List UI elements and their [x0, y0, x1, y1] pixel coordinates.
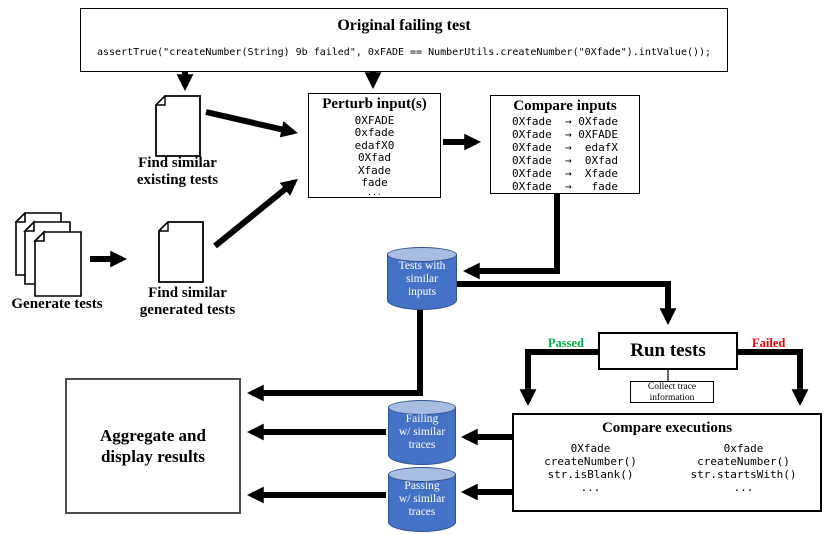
cylinder-top — [387, 247, 457, 262]
passing-similar-traces-label: Passing w/ similar traces — [398, 480, 446, 518]
run-tests-box: Run tests — [598, 332, 738, 370]
trace-line: createNumber() — [697, 455, 790, 468]
compare-executions-box: Compare executions 0Xfade createNumber()… — [512, 413, 822, 512]
compare-inputs-row: 0Xfade → edafX — [512, 140, 618, 154]
failed-label: Failed — [752, 336, 786, 350]
arrow-existing-doc-to-perturb — [205, 109, 298, 138]
find-similar-existing-tests-label: Find similar existing tests — [136, 155, 219, 189]
compare-inputs-row: 0Xfade → 0Xfad — [512, 153, 618, 167]
cylinder-top — [388, 400, 456, 415]
compare-inputs-title: Compare inputs — [513, 98, 617, 114]
arrow-generated-doc-to-perturb — [213, 178, 298, 249]
passing-similar-traces-db: Passing w/ similar traces — [388, 467, 456, 532]
arrow-tests-db-to-run-tests — [457, 281, 677, 326]
run-tests-title: Run tests — [630, 340, 706, 361]
arrow-run-tests-failed-to-compare-executions — [738, 349, 809, 407]
perturb-inputs-title: Perturb input(s) — [322, 96, 427, 112]
aggregate-display-results-box: Aggregate and display results — [65, 378, 241, 514]
compare-inputs-row: 0Xfade → 0Xfade — [512, 115, 618, 128]
trace-line: ... — [580, 481, 601, 494]
trace-line: str.startsWith() — [690, 468, 797, 481]
original-failing-test-box: Original failing test assertTrue("create… — [80, 8, 728, 72]
compare-inputs-row: 0Xfade → Xfade — [512, 166, 618, 180]
trace-line: 0xfade — [723, 442, 764, 455]
arrow-run-tests-passed-to-compare-executions — [519, 349, 598, 407]
perturb-item: fade — [361, 176, 388, 190]
failing-similar-traces-db: Failing w/ similar traces — [388, 400, 456, 465]
find-similar-generated-tests-label: Find similar generated tests — [139, 285, 236, 319]
perturb-inputs-list: 0XFADE 0xfade edafX0 0Xfad Xfade fade — [309, 114, 440, 190]
cylinder-top — [388, 467, 456, 482]
compare-executions-right-column: 0xfade createNumber() str.startsWith() .… — [667, 442, 820, 494]
original-failing-test-title: Original failing test — [337, 17, 471, 34]
compare-executions-title: Compare executions — [601, 420, 733, 436]
collect-trace-label: Collect trace information — [647, 382, 697, 403]
stacked-documents-icon — [15, 212, 82, 297]
perturb-item: 0XFADE — [354, 114, 395, 127]
trace-line: 0Xfade — [570, 442, 611, 455]
cylinder-body — [388, 407, 456, 465]
trace-line: str.isBlank() — [547, 468, 634, 481]
perturb-item: Xfade — [357, 163, 392, 177]
compare-inputs-row: 0Xfade → fade — [512, 179, 618, 193]
perturb-ellipsis: ... — [367, 188, 382, 197]
perturb-item: 0Xfad — [357, 151, 392, 165]
perturb-item: 0xfade — [354, 126, 395, 140]
passed-label: Passed — [547, 336, 584, 350]
cylinder-body — [387, 254, 457, 310]
document-icon — [158, 221, 204, 283]
collect-trace-box: Collect trace information — [630, 381, 714, 403]
trace-line: createNumber() — [544, 455, 637, 468]
generate-tests-label: Generate tests — [11, 296, 103, 312]
perturb-item: edafX0 — [354, 138, 395, 152]
aggregate-display-results-label: Aggregate and display results — [100, 425, 206, 466]
original-failing-test-code: assertTrue("createNumber(String) 9b fail… — [96, 47, 712, 58]
compare-inputs-box: Compare inputs 0Xfade → 0Xfade 0Xfade → … — [490, 95, 640, 194]
compare-executions-left-column: 0Xfade createNumber() str.isBlank() ... — [514, 442, 667, 494]
tests-with-similar-inputs-db: Tests with similar inputs — [387, 247, 457, 310]
arrow-compare-inputs-to-tests-db — [462, 194, 560, 280]
failing-similar-traces-label: Failing w/ similar traces — [398, 413, 446, 451]
document-icon — [155, 95, 201, 157]
trace-line: ... — [733, 481, 754, 494]
compare-inputs-row: 0Xfade → 0XFADE — [512, 127, 618, 141]
arrow-tests-db-to-aggregate — [246, 310, 423, 402]
perturb-inputs-box: Perturb input(s) 0XFADE 0xfade edafX0 0X… — [308, 93, 441, 198]
cylinder-body — [388, 474, 456, 532]
compare-inputs-rows: 0Xfade → 0Xfade 0Xfade → 0XFADE 0Xfade →… — [491, 115, 639, 193]
tests-with-similar-inputs-label: Tests with similar inputs — [398, 260, 446, 298]
